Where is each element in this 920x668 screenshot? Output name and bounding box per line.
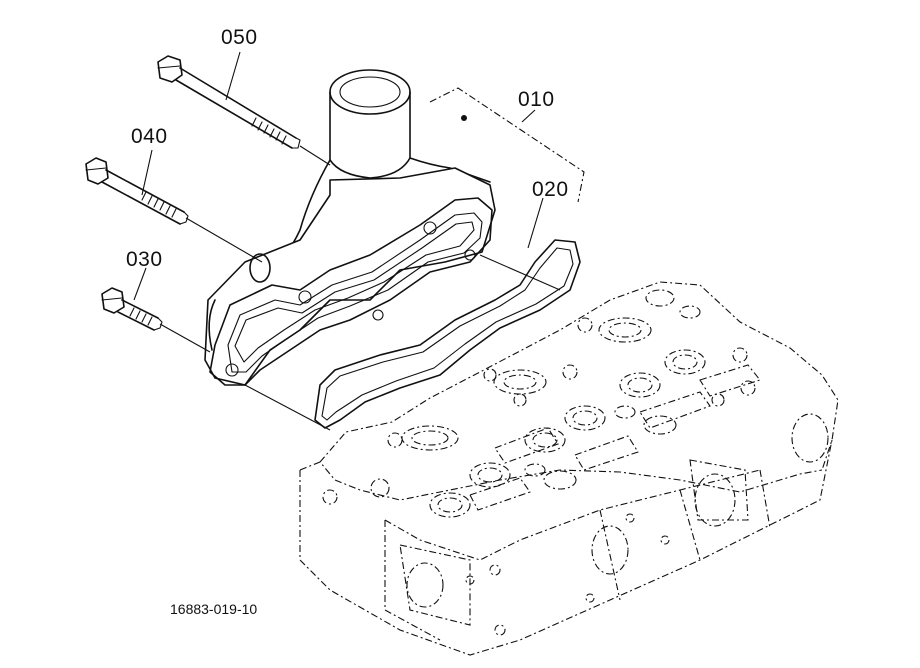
valve-seat-4: [564, 405, 606, 431]
gasket: [314, 239, 581, 429]
valve-seat-2: [469, 462, 511, 488]
intake-port-1: [694, 473, 736, 527]
bolt-030: [101, 287, 163, 331]
callout-050: 050: [221, 26, 258, 49]
flange-bolt-hole-4: [372, 309, 384, 321]
flange-bolt-hole-5: [464, 249, 476, 261]
cylinder-head-front-step: [384, 469, 761, 561]
port-ring-3: [598, 317, 652, 343]
callout-010-bracket: [429, 87, 585, 203]
callout-010: 010: [518, 88, 555, 111]
bolt-050: [157, 55, 301, 149]
intake-port-3: [591, 525, 629, 575]
gasket-outline-outer: [314, 239, 581, 429]
valve-seat-6: [664, 349, 706, 375]
callouts: 010 020 030 040 050: [126, 26, 585, 301]
callout-040: 040: [131, 125, 168, 148]
front-boss: [406, 562, 444, 608]
assembly-lines: [159, 145, 561, 431]
flange-bolt-hole-2: [298, 290, 312, 304]
housing-flange: [209, 197, 493, 386]
cylinder-head-top-outline: [319, 281, 839, 471]
flange-bolt-hole-1: [225, 363, 239, 377]
valve-seat-5: [619, 372, 661, 398]
bolt-hole-a: [645, 289, 675, 307]
valve-seat-1: [429, 492, 471, 518]
cylinder-head: [299, 281, 839, 656]
figure-code: 16883-019-10: [170, 601, 257, 617]
bolt-040-head: [85, 157, 109, 185]
port-ring-2: [493, 369, 547, 395]
cylinder-head-lower-front: [299, 439, 833, 656]
gasket-outline-inner: [321, 247, 574, 421]
cylinder-head-front-face: [299, 461, 823, 501]
callout-010-dot: [461, 115, 467, 121]
bolt-040: [85, 157, 189, 225]
port-ring-1: [401, 425, 459, 451]
callout-030: 030: [126, 248, 163, 271]
flange-bolt-hole-3: [423, 221, 437, 235]
valve-seat-3: [524, 427, 566, 453]
intake-port-2: [791, 413, 829, 463]
outlet-pipe-sides: [329, 91, 411, 179]
bolt-050-head: [157, 55, 183, 83]
outlet-housing: [204, 69, 496, 386]
callout-020: 020: [532, 178, 569, 201]
bolt-030-head: [101, 287, 125, 314]
housing-body: [204, 167, 496, 386]
